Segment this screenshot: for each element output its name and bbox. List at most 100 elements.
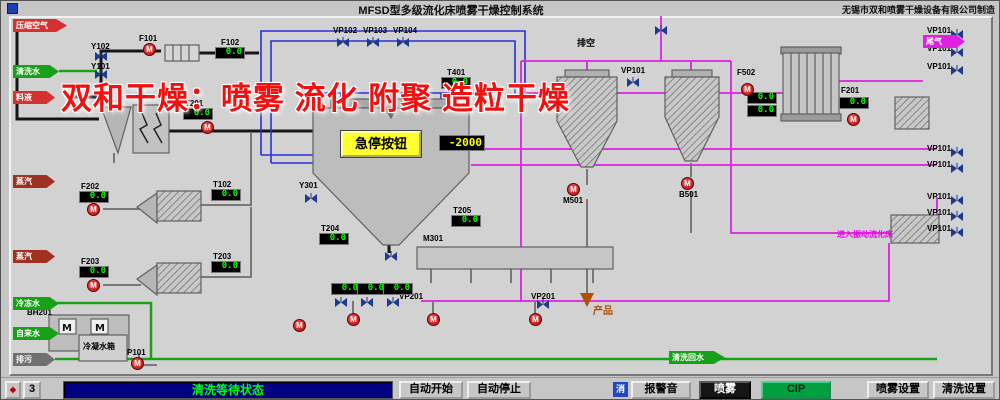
nav-icon-button[interactable]: ◆ <box>5 381 21 399</box>
valve-icon[interactable] <box>951 211 963 221</box>
flow-arrow: 清洗水 <box>13 65 59 78</box>
device-label: VP101 <box>927 208 952 217</box>
device-label: F101 <box>139 34 158 43</box>
pump-icon[interactable]: M <box>567 183 580 196</box>
page-title: MFSD型多级流化床喷雾干燥控制系统 <box>358 5 544 17</box>
device-label: F201 <box>841 86 860 95</box>
title-bar: MFSD型多级流化床喷雾干燥控制系统 无锡市双和喷雾干燥设备有限公司制造 <box>1 1 999 17</box>
device-label: P101 <box>127 348 146 357</box>
pump-icon[interactable]: M <box>201 121 214 134</box>
device-label: Y301 <box>299 181 318 190</box>
device-label: T205 <box>453 206 472 215</box>
pump-icon[interactable]: M <box>143 43 156 56</box>
valve-icon[interactable] <box>95 69 107 79</box>
valve-icon[interactable] <box>627 77 639 87</box>
device-label: VP101 <box>621 66 646 75</box>
pump-icon[interactable]: M <box>741 83 754 96</box>
pump-icon[interactable]: M <box>293 319 306 332</box>
device-label: M501 <box>563 196 584 205</box>
pump-icon[interactable]: M <box>131 357 144 370</box>
page-number-button[interactable]: 3 <box>23 381 41 399</box>
pump-icon[interactable]: M <box>427 313 440 326</box>
flow-arrow: 排污 <box>13 353 55 366</box>
pump-icon[interactable]: M <box>347 313 360 326</box>
auto-stop-button[interactable]: 自动停止 <box>467 381 531 399</box>
valve-icon[interactable] <box>387 297 399 307</box>
device-label: 排空 <box>577 38 596 48</box>
device-label: VP101 <box>927 160 952 169</box>
emergency-stop-button[interactable]: 急停按钮 <box>340 130 422 158</box>
valve-icon[interactable] <box>337 37 349 47</box>
value-display: 0.0 <box>79 266 109 278</box>
value-display: 0.0 <box>747 105 777 117</box>
device-label: 进入振动流化床 <box>837 230 893 239</box>
device-label: T401 <box>447 68 466 77</box>
pump-icon[interactable]: M <box>87 279 100 292</box>
valve-icon[interactable] <box>951 47 963 57</box>
device-label: T203 <box>213 252 232 261</box>
valve-icon[interactable] <box>951 163 963 173</box>
value-display: 0.0 <box>839 97 869 109</box>
pump-icon[interactable]: M <box>681 177 694 190</box>
device-label: 产品 <box>593 306 613 317</box>
spray-button[interactable]: 喷雾 <box>699 381 751 399</box>
device-label: VP102 <box>333 26 358 35</box>
device-label: F102 <box>221 38 240 47</box>
flow-arrow: 压缩空气 <box>13 19 67 32</box>
value-display: -2000 <box>439 135 485 151</box>
device-label: VP103 <box>363 26 388 35</box>
cip-button[interactable]: CIP <box>761 381 831 399</box>
valve-icon[interactable] <box>95 51 107 61</box>
value-display: 0.0 <box>383 283 413 295</box>
pump-icon[interactable]: M <box>847 113 860 126</box>
valve-icon[interactable] <box>655 25 667 35</box>
flow-arrow: 料液 <box>13 91 55 104</box>
status-display: 清洗等待状态 <box>63 381 393 399</box>
valve-icon[interactable] <box>335 297 347 307</box>
value-display: 0.0 <box>319 233 349 245</box>
device-label: BH201 <box>27 308 52 317</box>
device-label: Y102 <box>91 42 110 51</box>
valve-icon[interactable] <box>397 37 409 47</box>
device-label: VP104 <box>393 26 418 35</box>
valve-icon[interactable] <box>305 193 317 203</box>
device-label: VP101 <box>927 44 952 53</box>
flow-arrow: 冷冻水 <box>13 297 59 310</box>
device-label: M301 <box>423 234 444 243</box>
spray-settings-button[interactable]: 喷雾设置 <box>867 381 929 399</box>
valve-icon[interactable] <box>537 299 549 309</box>
device-label: T201 <box>185 99 204 108</box>
alarm-sound-button[interactable]: 报警音 <box>631 381 691 399</box>
flow-arrow: 尾气 <box>923 35 965 48</box>
value-display: 0.0 <box>451 215 481 227</box>
auto-start-button[interactable]: 自动开始 <box>399 381 463 399</box>
valve-icon[interactable] <box>367 37 379 47</box>
value-display: 0.0 <box>79 191 109 203</box>
device-label: VP101 <box>927 192 952 201</box>
device-label: VP201 <box>399 292 424 301</box>
device-label: T204 <box>321 224 340 233</box>
device-label: VP101 <box>927 26 952 35</box>
alarm-mute-icon[interactable]: 消 <box>613 382 628 397</box>
device-label: F202 <box>81 182 100 191</box>
flow-arrow: 自来水 <box>13 327 59 340</box>
valve-icon[interactable] <box>951 227 963 237</box>
pump-icon[interactable]: M <box>87 203 100 216</box>
value-display: 0.0 <box>215 47 245 59</box>
valve-icon[interactable] <box>951 65 963 75</box>
device-label: T102 <box>213 180 232 189</box>
device-label: F502 <box>737 68 756 77</box>
device-label: VP101 <box>927 144 952 153</box>
pump-icon[interactable]: M <box>529 313 542 326</box>
valve-icon[interactable] <box>385 251 397 261</box>
valve-icon[interactable] <box>951 195 963 205</box>
clean-settings-button[interactable]: 清洗设置 <box>933 381 995 399</box>
flow-arrow: 蒸汽 <box>13 175 55 188</box>
device-label: VP101 <box>927 224 952 233</box>
valve-icon[interactable] <box>951 147 963 157</box>
valve-icon[interactable] <box>361 297 373 307</box>
manufacturer-text: 无锡市双和喷雾干燥设备有限公司制造 <box>841 5 995 15</box>
value-display: 0.0 <box>183 108 213 120</box>
